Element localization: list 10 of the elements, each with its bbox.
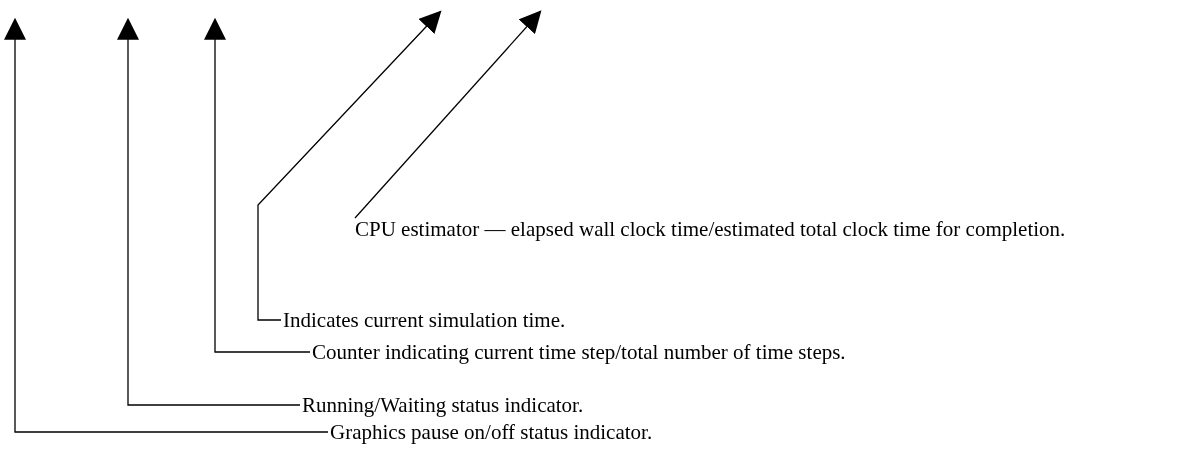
leader-line — [117, 17, 301, 406]
leader-line — [257, 10, 442, 321]
callout-text: CPU estimator — elapsed wall clock time/estimated total clock time for completion. — [355, 214, 1165, 244]
callout-text: Indicates current simulation time. — [283, 305, 566, 335]
callout-text: Counter indicating current time step/total number of time steps. — [312, 337, 846, 367]
leader-line — [354, 10, 542, 219]
leader-line — [204, 17, 311, 353]
leader-line — [4, 17, 329, 433]
callout-text: Running/Waiting status indicator. — [302, 390, 584, 420]
callout-text: Graphics pause on/off status indicator. — [330, 417, 653, 447]
